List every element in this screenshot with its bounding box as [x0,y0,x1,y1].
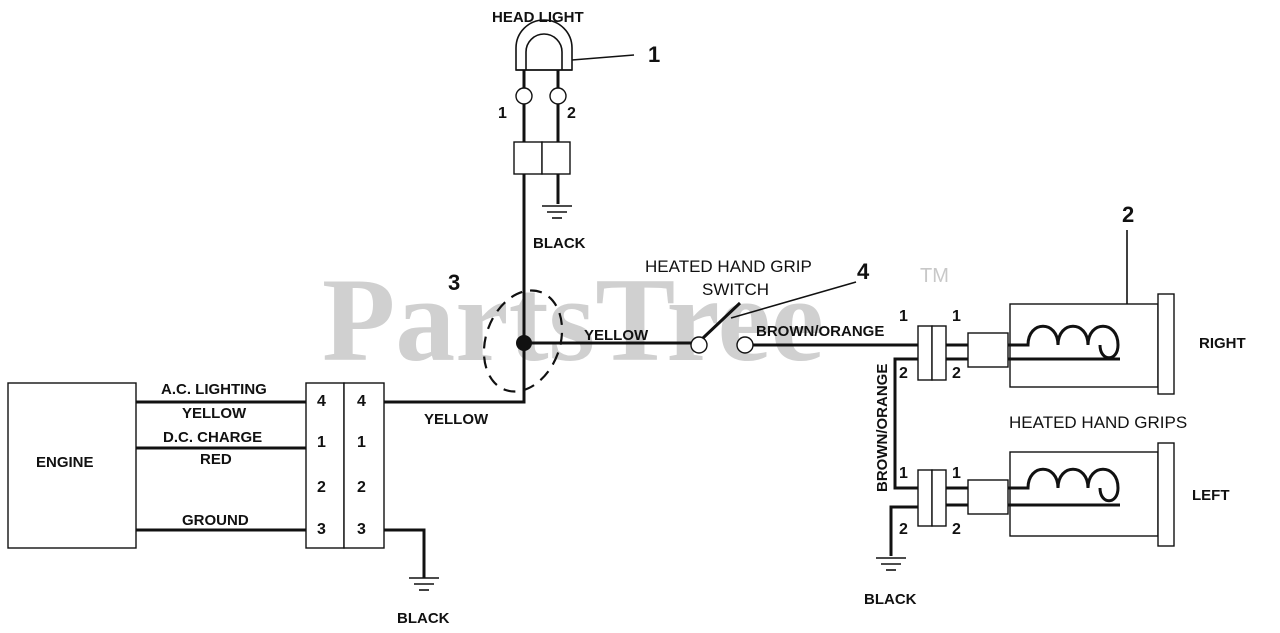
callout-2: 2 [1122,202,1134,227]
label-brown-orange-h: BROWN/ORANGE [756,323,884,340]
ground-symbol-engine [409,577,439,591]
headlight-pin-2: 2 [567,105,576,122]
label-head-light: HEAD LIGHT [492,9,584,26]
left-grip-end [1157,442,1175,547]
left-pin-2-right: 2 [952,521,961,538]
wire-yellow-junction [384,343,526,404]
label-black-grips: BLACK [864,591,917,608]
right-grip-coil [1010,324,1120,361]
right-grip-connector-left [917,325,933,381]
engine-pin-2-left: 2 [317,479,326,496]
engine-label: ENGINE [36,454,94,471]
label-heated-hand-grips: HEATED HAND GRIPS [1009,413,1187,432]
callout-1-leader [571,54,635,61]
switch-lever [701,301,742,340]
label-yellow-3: YELLOW [584,327,649,344]
engine-connector-pins: 4 4 1 1 2 2 3 3 [317,393,366,538]
engine-connector-left [305,382,345,549]
label-left: LEFT [1192,487,1230,504]
engine-pin-2-right: 2 [357,479,366,496]
headlight-terminal-1 [515,87,533,105]
headlight-connector-right [541,141,571,175]
label-switch-line2: SWITCH [702,280,769,299]
left-grip-body [1009,451,1159,537]
label-red: RED [200,451,232,468]
wire-left-ground [889,505,918,556]
right-pin-2-right: 2 [952,365,961,382]
right-pin-2-left: 2 [899,365,908,382]
label-switch-line1: HEATED HAND GRIP [645,257,812,276]
label-right: RIGHT [1199,335,1246,352]
right-grip-body [1009,303,1159,388]
label-ground: GROUND [182,512,249,529]
left-grip-connector-left [917,469,933,527]
right-grip-connector-right [931,325,947,381]
switch-terminal-a [690,336,708,354]
watermark: PartsTree [322,253,824,386]
label-yellow-1: YELLOW [182,405,247,422]
ground-symbol-grips [876,557,906,571]
engine-connector-right [343,382,385,549]
label-black-headlight: BLACK [533,235,586,252]
label-black-bottom: BLACK [397,610,450,627]
callout-3: 3 [448,270,460,295]
headlight-terminal-2 [549,87,567,105]
callout-4: 4 [857,259,870,284]
engine-pin-4-right: 4 [357,393,366,410]
engine-pin-3-right: 3 [357,521,366,538]
left-pin-1-right: 1 [952,465,961,482]
engine-pin-3-left: 3 [317,521,326,538]
right-grip-end [1157,293,1175,395]
left-grip-coil [1010,467,1120,507]
headlight-bulb-inner [525,33,563,70]
engine-box [7,382,137,549]
headlight-bulb-outer [515,19,573,71]
ground-symbol-headlight [542,205,572,219]
left-grip-plug [967,479,1009,515]
switch-terminal-b [736,336,754,354]
right-pin-1-left: 1 [899,308,908,325]
left-pin-2-left: 2 [899,521,908,538]
headlight-connector-left [513,141,543,175]
headlight-pin-1: 1 [498,105,507,122]
callout-3-highlight [482,289,564,393]
label-ac-lighting: A.C. LIGHTING [161,381,267,398]
left-pin-1-left: 1 [899,465,908,482]
callout-4-leader [730,281,857,319]
engine-pin-1-right: 1 [357,434,366,451]
right-pin-1-right: 1 [952,308,961,325]
callout-1: 1 [648,42,660,67]
engine-pin-4-left: 4 [317,393,326,410]
wire-brown-orange-vertical [893,357,918,490]
label-yellow-2: YELLOW [424,411,489,428]
label-dc-charge: D.C. CHARGE [163,429,262,446]
label-brown-orange-v: BROWN/ORANGE [874,364,891,492]
wire-pin3-ground [384,528,426,578]
left-grip-connector-right [931,469,947,527]
watermark-tm: TM [920,265,949,287]
right-grip-plug [967,332,1009,368]
engine-pin-1-left: 1 [317,434,326,451]
